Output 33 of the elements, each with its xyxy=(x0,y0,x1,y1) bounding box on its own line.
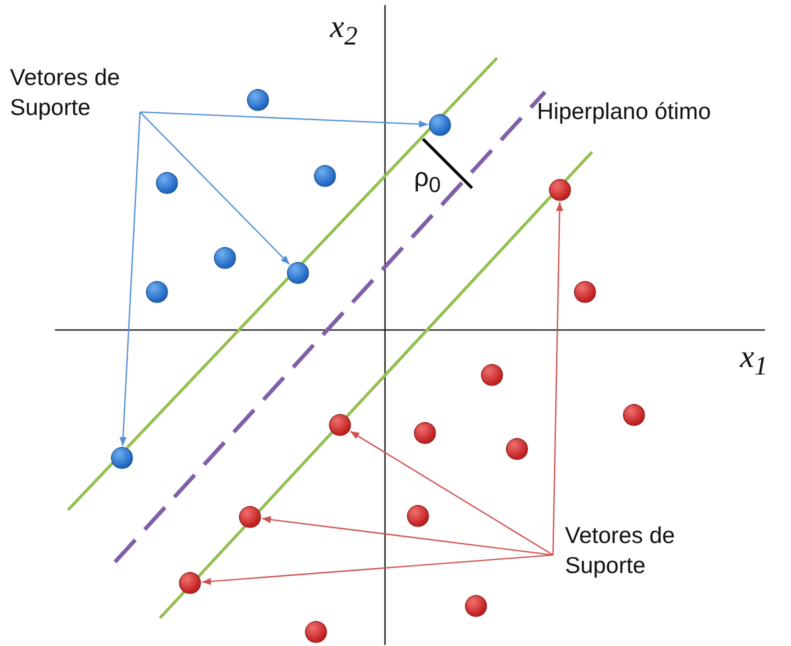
arrow xyxy=(350,430,554,556)
data-point xyxy=(305,621,327,643)
data-point xyxy=(247,89,269,111)
data-point xyxy=(179,572,201,594)
data-point xyxy=(429,114,451,136)
axis-label: x$_{2}$ xyxy=(330,8,358,52)
data-point xyxy=(506,438,528,460)
data-point xyxy=(314,165,336,187)
data-point xyxy=(549,179,571,201)
hyperplane-label: Hiperplano ótimo xyxy=(537,98,711,125)
arrow xyxy=(202,554,554,585)
data-point xyxy=(623,404,645,426)
data-point xyxy=(146,281,168,303)
data-point xyxy=(414,422,436,444)
callout-text: Vetores de Suporte xyxy=(10,62,140,122)
data-point xyxy=(329,414,351,436)
margin-label: ρ$_{0}$ xyxy=(414,162,441,198)
arrow xyxy=(140,111,428,128)
arrow xyxy=(140,112,290,265)
arrow xyxy=(119,112,141,446)
arrow xyxy=(262,516,554,556)
data-point xyxy=(407,505,429,527)
data-point xyxy=(214,247,236,269)
axis-label: x$_{1}$ xyxy=(740,338,768,382)
arrow xyxy=(552,202,564,556)
data-point xyxy=(574,281,596,303)
data-point xyxy=(239,506,261,528)
data-point xyxy=(287,262,309,284)
callout-text: Vetores de Suporte xyxy=(553,520,725,580)
data-point xyxy=(465,595,487,617)
data-point xyxy=(156,172,178,194)
data-point xyxy=(111,447,133,469)
data-point xyxy=(481,364,503,386)
